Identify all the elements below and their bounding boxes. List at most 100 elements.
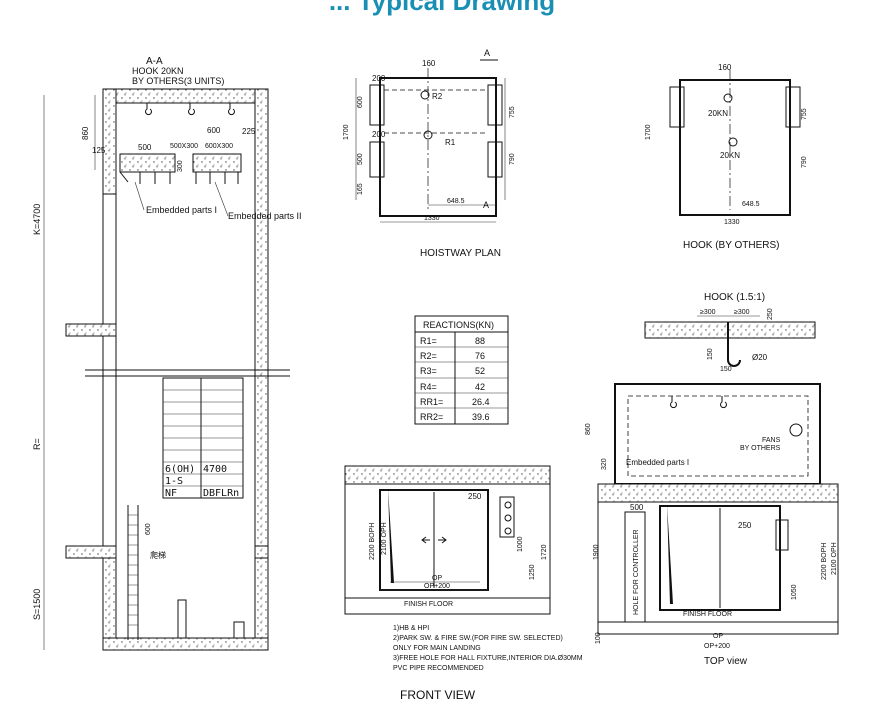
dim-125: 125 (92, 146, 106, 155)
buffer (177, 599, 187, 639)
door-jamb (388, 488, 394, 583)
dim-200: 200 (372, 130, 386, 139)
left-floor-slab-1 (65, 323, 117, 337)
fixture-circle-1 (504, 501, 512, 509)
r2-label: R2 (432, 92, 443, 101)
floor-rows (163, 389, 243, 463)
dim-2100: 2100 OPH (381, 522, 388, 555)
dim-500: 500 (630, 503, 644, 512)
dim-1900: 1900 (593, 544, 600, 560)
hook-detail: HOOK (1.5:1) ≥300 ≥300 250 150 150 Ø20 (644, 292, 816, 373)
right-slab-2 (254, 545, 269, 559)
dim-200: 200 (372, 74, 386, 83)
dim-1700: 1700 (343, 124, 350, 140)
dim-1330: 1330 (724, 219, 740, 226)
rail-left (669, 86, 685, 128)
dim-op200: OP+200 (704, 643, 730, 650)
reaction-value: 52 (475, 366, 485, 376)
hoistway-plan: R2 R1 160 A 200 200 600 500 1700 165 755… (343, 48, 516, 259)
top-view-outline (597, 483, 839, 635)
note-line: 3)FREE HOLE FOR HALL FIXTURE,INTERIOR DI… (393, 655, 583, 662)
section-aa-title: A-A (146, 56, 163, 67)
hook-plan-outline (679, 79, 791, 216)
hook-point (723, 93, 733, 103)
embedded-label: Embedded parts I (626, 458, 689, 467)
dim-860: 860 (81, 126, 90, 140)
note-line: 2)PARK SW. & FIRE SW.(FOR FIRE SW. SELEC… (393, 635, 563, 642)
top-view: FANS BY OTHERS 860 320 Embedded parts I … (585, 383, 839, 667)
door-arrows-icon (421, 536, 447, 544)
top-hall-fixture (775, 519, 789, 551)
dim-790: 790 (509, 153, 516, 165)
finish-floor-label: FINISH FLOOR (683, 611, 732, 618)
r-dim: R= (32, 438, 42, 450)
dim-2200: 2200 BOPH (821, 543, 828, 580)
section-aa: A-A HOOK 20KN BY OTHERS(3 UNITS) (32, 56, 302, 651)
dim-op: OP (713, 633, 723, 640)
finish-floor-label: FINISH FLOOR (404, 601, 453, 608)
top-slab (102, 88, 269, 104)
right-wall (254, 88, 269, 650)
dim-320: 320 (601, 458, 608, 470)
hall-fixture (499, 496, 515, 538)
hook-note-2: BY OTHERS(3 UNITS) (132, 76, 224, 86)
dim-755: 755 (509, 106, 516, 118)
dim-2200: 2200 BOPH (369, 523, 376, 560)
leader-line (214, 181, 229, 217)
rail-left-bottom (369, 141, 385, 178)
header-title-partial: ... Typical Drawing (328, 0, 556, 16)
hook-note-1: HOOK 20KN (132, 66, 184, 76)
left-wall-low (102, 335, 117, 547)
fixture-circle-3 (504, 527, 512, 535)
note-line: ONLY FOR MAIN LANDING (393, 645, 481, 652)
dim-1050: 1050 (791, 584, 798, 600)
dim-1330: 1330 (424, 215, 440, 222)
reaction-value: 26.4 (472, 397, 490, 407)
reaction-key: RR2= (420, 412, 443, 422)
hook-icon (188, 103, 195, 116)
hook-plan-title: HOOK (BY OTHERS) (683, 240, 780, 251)
reactions-title: REACTIONS(KN) (423, 320, 494, 330)
r1-label: R1 (445, 138, 456, 147)
leader-line (134, 181, 145, 211)
hook-icon (720, 396, 727, 409)
ladder-label: 爬梯 (150, 550, 166, 560)
dim-op: OP (432, 575, 442, 582)
hook-plan: 20KN 20KN 160 1700 755 790 648.5 1330 HO… (645, 63, 808, 251)
dim-op200: OP+200 (424, 583, 450, 590)
hook-a-label: 20KN (708, 109, 728, 118)
dim-1720: 1720 (541, 544, 548, 560)
reaction-value: 76 (475, 351, 485, 361)
section-mark: A (484, 48, 490, 58)
dim-600: 600 (207, 126, 221, 135)
dim-600x300: 600X300 (205, 143, 233, 150)
dim-1250: 1250 (529, 564, 536, 580)
dim-250: 250 (767, 308, 774, 320)
reaction-key: R2= (420, 351, 437, 361)
section-mark: A (483, 200, 489, 210)
rail-right (785, 86, 801, 128)
dim-300a: ≥300 (700, 309, 716, 316)
dim-150: 150 (707, 348, 714, 360)
fans-label: FANS (762, 437, 781, 444)
dim-6485: 648.5 (447, 198, 465, 205)
ladder-dim: 600 (145, 523, 152, 535)
dim-500: 500 (138, 143, 152, 152)
dim-100: 100 (595, 632, 602, 644)
dim-2100: 2100 OPH (831, 542, 838, 575)
reactions-table: REACTIONS(KN) R1= 88 R2= 76 R3= 52 R4= 4… (414, 315, 509, 425)
hoistway-outline (379, 77, 497, 217)
machine-room-dashed (627, 395, 809, 477)
fan-icon (789, 423, 803, 437)
rail-left-top (369, 84, 385, 126)
dim-755: 755 (801, 108, 808, 120)
floor-cell: DBFLRn (203, 488, 239, 499)
front-slab (344, 465, 551, 485)
machine-room-outline (614, 383, 821, 485)
hook-b-label: 20KN (720, 151, 740, 160)
rail-right-top (487, 84, 503, 126)
hook-icon (670, 396, 677, 409)
k-dim: K=4700 (32, 204, 42, 235)
